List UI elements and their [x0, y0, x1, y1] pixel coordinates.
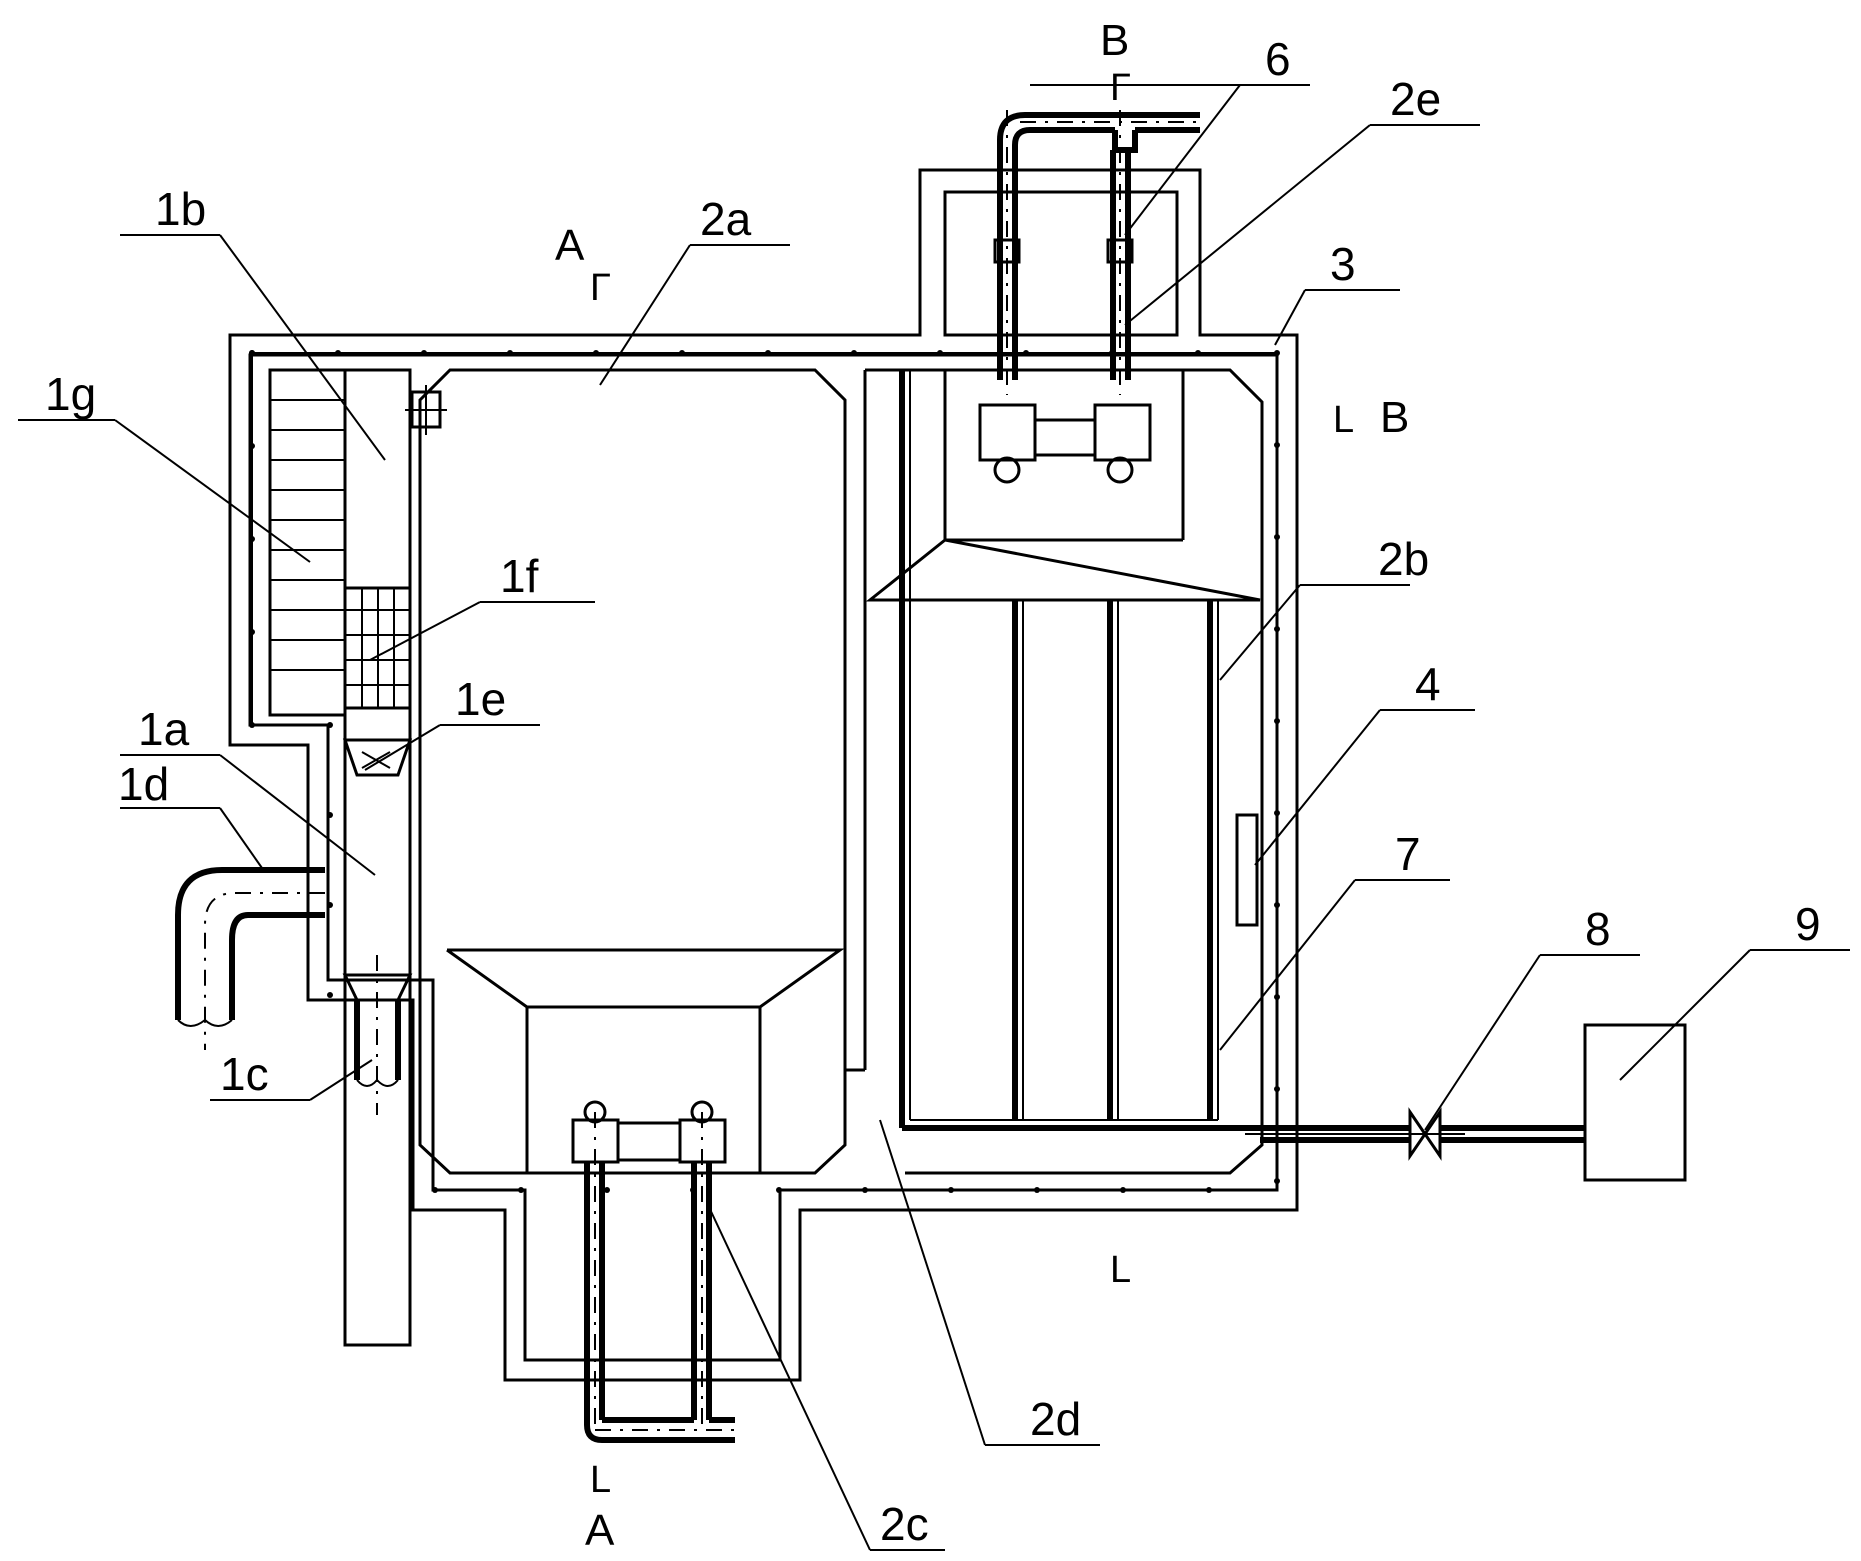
label-1d: 1d — [118, 758, 169, 810]
outline-dot — [776, 1187, 782, 1193]
outline-dot — [518, 1187, 524, 1193]
outline-dot — [948, 1187, 954, 1193]
outline-dot — [249, 629, 255, 635]
section-b-top-tick: Γ — [1110, 67, 1131, 109]
leader-lines — [18, 84, 1850, 1551]
outline-dot — [1274, 626, 1280, 632]
tank-9 — [1583, 1023, 1687, 1182]
label-1f: 1f — [500, 550, 539, 602]
outline-dot — [1274, 442, 1280, 448]
label-6: 6 — [1265, 33, 1291, 85]
callout-labels: 1b 1g 1f 1e 1a 1d 1c 2a 6 2e 3 2b 4 7 8 … — [45, 33, 1821, 1550]
outline-dot — [765, 350, 771, 356]
label-4: 4 — [1415, 658, 1441, 710]
outline-dot — [249, 350, 255, 356]
inlet-pipe-1d — [175, 867, 325, 1050]
label-1e: 1e — [455, 673, 506, 725]
section-b-top: B — [1100, 16, 1129, 65]
outline-dot — [1206, 1187, 1212, 1193]
wall-dots — [249, 350, 1280, 1193]
outline-dot — [1274, 718, 1280, 724]
label-3: 3 — [1330, 238, 1356, 290]
outline-dot — [937, 350, 943, 356]
outline-dot — [421, 350, 427, 356]
outline-dot — [335, 350, 341, 356]
label-9: 9 — [1795, 898, 1821, 950]
label-1c: 1c — [220, 1048, 269, 1100]
outline-dot — [604, 1187, 610, 1193]
outline-dot — [593, 350, 599, 356]
outline-dot — [327, 812, 333, 818]
outline-dot — [327, 902, 333, 908]
label-2d: 2d — [1030, 1393, 1081, 1445]
outline-dot — [862, 1187, 868, 1193]
label-1a: 1a — [138, 703, 190, 755]
label-2b: 2b — [1378, 533, 1429, 585]
label-7: 7 — [1395, 828, 1421, 880]
label-1b: 1b — [155, 183, 206, 235]
section-b-right-tick: L — [1333, 399, 1354, 441]
valve-8 — [1408, 1107, 1442, 1161]
outline-dot — [249, 443, 255, 449]
outline-dot — [327, 992, 333, 998]
outline-dot — [1034, 1187, 1040, 1193]
tank-2b — [845, 368, 1264, 1175]
outline-dot — [507, 350, 513, 356]
outlet-line — [1245, 1023, 1687, 1182]
section-markers: A Γ B Γ B L L L A — [555, 16, 1409, 1555]
label-8: 8 — [1585, 903, 1611, 955]
outline-dot — [1274, 1086, 1280, 1092]
section-a-bottom: A — [585, 1506, 615, 1555]
label-2c: 2c — [880, 1498, 929, 1550]
label-2e: 2e — [1390, 73, 1441, 125]
component-4 — [1235, 813, 1259, 927]
section-a-bottom-tick: L — [590, 1459, 611, 1501]
section-a-top: A — [555, 221, 585, 270]
section-b-right: B — [1380, 393, 1409, 442]
section-a-top-tick: Γ — [590, 267, 611, 309]
section-b-bottom-tick: L — [1110, 1249, 1131, 1291]
outline-dot — [1274, 810, 1280, 816]
tank-2a — [418, 368, 847, 1175]
pump-1c — [342, 955, 413, 1115]
outline-dot — [851, 350, 857, 356]
bottom-pump-assembly — [571, 1100, 740, 1443]
outline-dot — [1274, 350, 1280, 356]
outline-dot — [432, 1187, 438, 1193]
outline-dot — [249, 536, 255, 542]
outline-dot — [1120, 1187, 1126, 1193]
outline-dot — [249, 722, 255, 728]
label-2a: 2a — [700, 193, 752, 245]
vertical-pipes — [899, 370, 1390, 1131]
pretreatment-unit — [268, 368, 447, 1347]
outline-dot — [1274, 1178, 1280, 1184]
outline-dot — [1195, 350, 1201, 356]
outline-dot — [1023, 350, 1029, 356]
top-pump-assembly — [978, 110, 1205, 484]
outline-dot — [1274, 902, 1280, 908]
label-1g: 1g — [45, 368, 96, 420]
outline-dot — [1274, 534, 1280, 540]
outline-dot — [327, 722, 333, 728]
outline-dot — [679, 350, 685, 356]
outline-dot — [1274, 994, 1280, 1000]
